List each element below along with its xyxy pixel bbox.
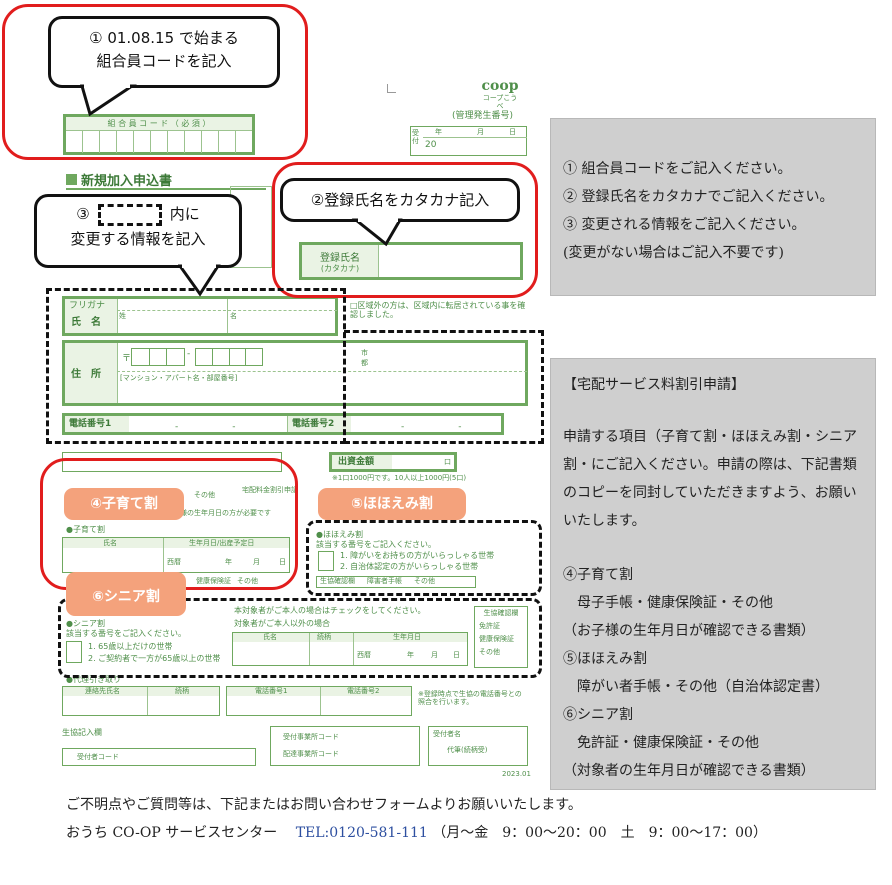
service-center: おうち CO-OP サービスセンター	[66, 825, 278, 841]
hohoemi-docs: 生協確認欄 障害者手帳 その他	[316, 576, 476, 588]
callout-registered-name: ②登録氏名をカタカナ記入	[280, 178, 520, 222]
tag-child-discount: ④子育て割	[64, 488, 184, 520]
callout-tail-3	[178, 264, 221, 297]
issuer-label: (管理発生番号)	[452, 111, 514, 121]
hohoemi-area	[306, 520, 542, 596]
corner-mark	[387, 84, 396, 93]
tag-hohoemi-discount: ⑤ほほえみ割	[318, 488, 466, 520]
date-box: 受付 年 月 日 20	[410, 126, 527, 156]
investment-box[interactable]: 出資金額 口	[329, 452, 457, 472]
dashed-box-icon	[97, 203, 162, 226]
footer-inquiry: ご不明点やご質問等は、下記またはお問い合わせフォームよりお願いいたします。	[66, 797, 582, 813]
postal-cells-2[interactable]	[195, 348, 263, 366]
check-icon	[66, 174, 77, 185]
discount-panel: 【宅配サービス料割引申請】 申請する項目（子育て割・ほほえみ割・シニア割・にご記…	[550, 358, 876, 790]
highlight-member-code	[2, 4, 308, 160]
name-box[interactable]: フリガナ 氏 名 姓 名	[62, 296, 338, 336]
form-title: 新規加入申込書	[66, 170, 172, 189]
senior-table[interactable]: 氏名 続柄 生年月日 西暦 年 月 日	[232, 632, 468, 666]
child-docs: 健康保険証その他	[196, 577, 258, 585]
coop-logo: coop コープこうべ	[481, 78, 519, 111]
senior-area	[58, 598, 542, 678]
discount-senior: ⑥シニア割 免許証・健康保険証・その他 （対象者の生年月日が確認できる書類）	[563, 707, 815, 779]
area-note: □区域外の方は、区域内に転居されている事を確認しました。	[350, 301, 526, 320]
member-code-cells	[66, 130, 252, 153]
discount-child: ④子育て割 母子手帳・健康保険証・その他 （お子様の生年月日が確認できる書類）	[563, 567, 815, 639]
year-prefix: 20	[425, 140, 437, 150]
registered-name-box[interactable]: 登録氏名 (カタカナ)	[299, 242, 523, 280]
highlight-child-discount	[40, 458, 298, 590]
postal-cells[interactable]	[131, 348, 185, 366]
discount-hohoemi: ⑤ほほえみ割 障がい者手帳・その他（自治体認定書）	[563, 651, 829, 695]
highlight-registered-name	[272, 162, 538, 298]
callout-tail-1	[80, 84, 137, 117]
callout-member-code: ① 01.08.15 で始まる 組合員コードを記入	[48, 16, 280, 88]
proxy-table[interactable]: 連絡先氏名 続柄	[62, 686, 220, 716]
footer-contact: おうち CO-OP サービスセンター TEL:0120-581-111 （月～金…	[66, 822, 767, 842]
instructions-panel: ① 組合員コードをご記入ください。 ② 登録氏名をカタカナでご記入ください。 ③…	[550, 118, 876, 296]
investment-note: ※1口1000円です。10人以上1000円(5口)	[332, 474, 467, 482]
member-code-box[interactable]: 組 合 員 コ ー ド （ 必 須 ）	[63, 114, 255, 155]
callout-change-info: ③ 内に 変更する情報を記入	[34, 194, 242, 268]
business-hours: （月～金 9：00～20：00 土 9：00～17：00）	[432, 825, 767, 841]
change-info-area	[46, 288, 346, 444]
address-box[interactable]: 住 所 〒 ‑ 市 都 [マンション・アパート名・部屋番号]	[62, 340, 528, 406]
tag-senior-discount: ⑥シニア割	[66, 572, 186, 616]
phone-row[interactable]: 電話番号1 - - 電話番号2 - -	[62, 413, 504, 435]
change-info-area-right	[344, 330, 544, 444]
senior-confirm: 生協確認欄 免許証 健康保険証 その他	[474, 606, 528, 668]
tel-link[interactable]: TEL:0120-581-111	[295, 825, 428, 841]
callout-tail-2	[351, 218, 403, 247]
